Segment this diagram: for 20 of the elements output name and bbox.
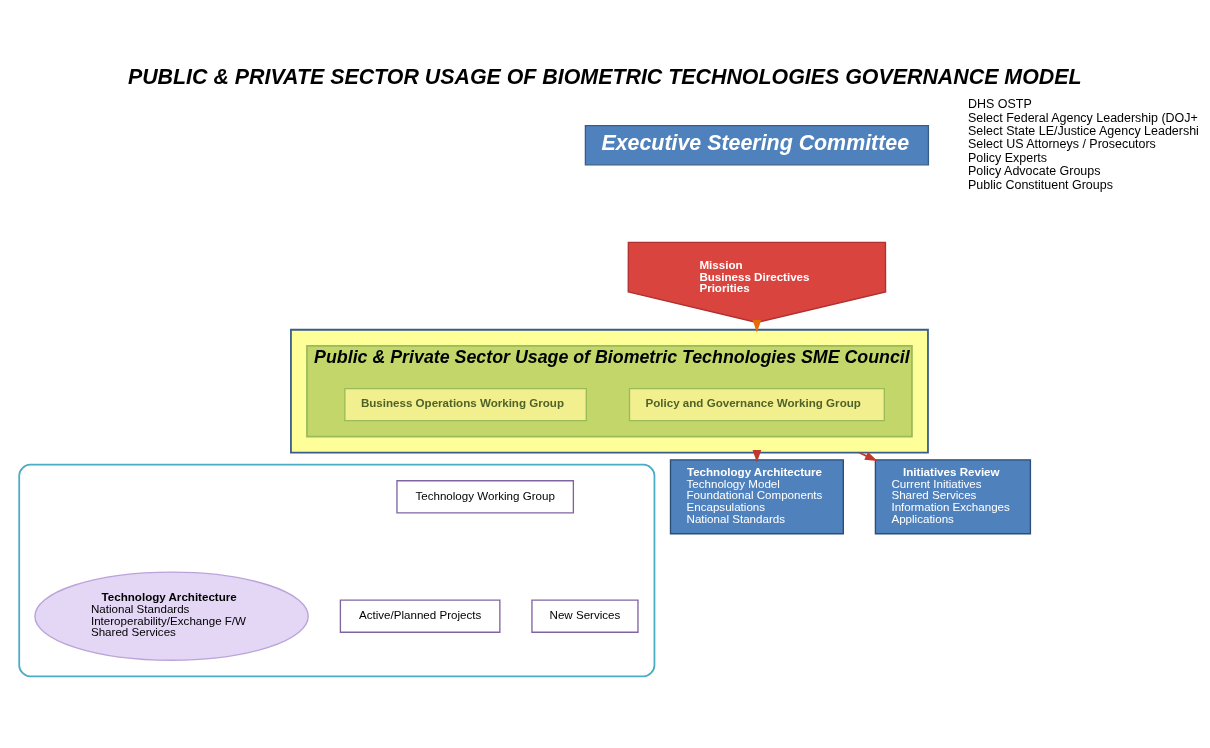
node-label: Policy Experts [968, 150, 1048, 165]
node-label: DHS OSTP [968, 97, 1032, 112]
cluster [290, 328, 929, 454]
node-label: Select US Attorneys / Prosecutors [968, 137, 1156, 152]
node-label: Public Constituent Groups [968, 177, 1113, 192]
node-label: Select Federal Agency Leadership (DOJ+ [968, 110, 1198, 125]
arrow [858, 451, 878, 462]
node-box: Business Operations Working Group [344, 387, 587, 422]
node-box: Active/Planned Projects [339, 599, 501, 633]
cluster [18, 463, 656, 678]
node-label: Policy Advocate Groups [968, 164, 1101, 179]
diagram-title: PUBLIC & PRIVATE SECTOR USAGE OF BIOMETRIC TECHNOLOGIES GOVERNANCE MODEL [127, 65, 1082, 90]
node-box: New Services [531, 599, 639, 633]
node-box: Executive Steering Committee [584, 124, 930, 166]
node-label: Select State LE/Justice Agency Leadershi [968, 124, 1199, 139]
node-box: Technology Architecture Technology Model Foundational Components Encapsulations National Standards [669, 459, 844, 535]
node-box: Initiatives Review Current Initiatives Shared Services Information Exchanges Applications [874, 459, 1032, 535]
node-ellipse: Technology Architecture National Standards Interoperability/Exchange F/W Shared Services [34, 571, 309, 661]
node-box: Policy and Governance Working Group [628, 387, 885, 422]
node-box: Technology Working Group [396, 480, 575, 514]
